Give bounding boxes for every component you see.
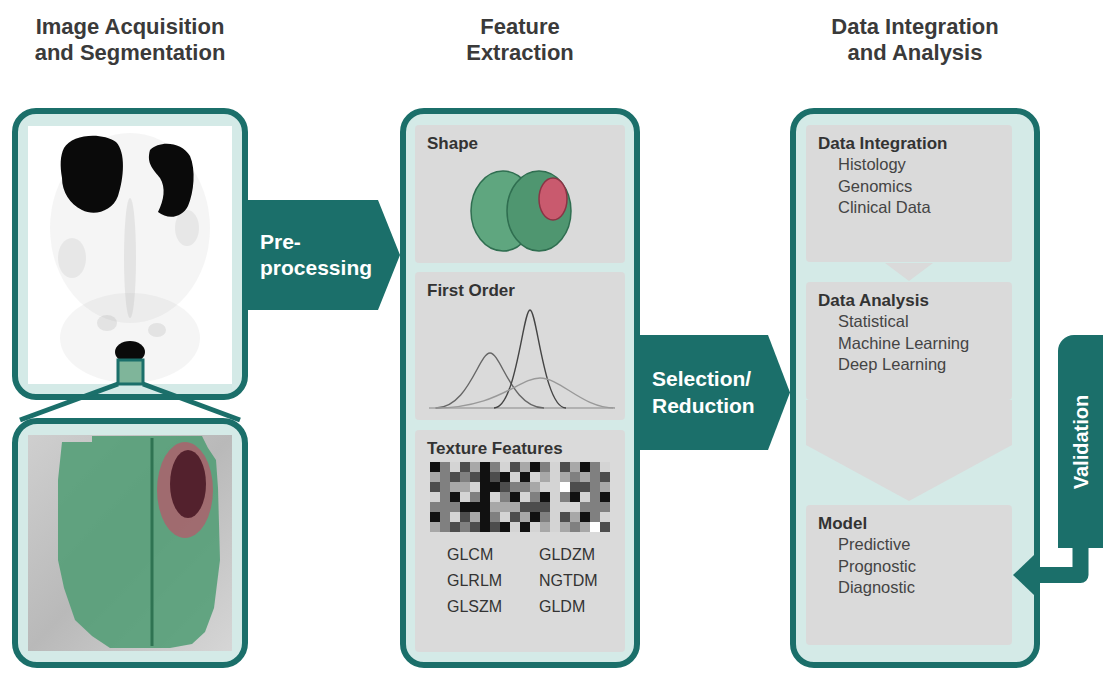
analysis-box: Data IntegrationHistologyGenomicsClinica… — [806, 125, 1012, 262]
stage-panel: Feature Extraction Shape First Order Tex… — [400, 108, 640, 668]
analysis-box: Data AnalysisStatisticalMachine Learning… — [806, 282, 1012, 400]
box-heading: Data Analysis — [818, 290, 1000, 311]
arrow-label: Selection/ Reduction — [652, 366, 776, 419]
column-heading: Data Integration and Analysis — [810, 14, 1020, 67]
flow-arrow — [885, 263, 933, 281]
list-item: Histology — [818, 154, 1000, 175]
texture-matrix-list: GLCMGLDZMGLRLMNGTDMGLSZMGLDM — [447, 542, 631, 620]
list-item: Prognostic — [818, 556, 1000, 577]
texture-pixels — [430, 462, 610, 532]
texture-matrix-name: NGTDM — [539, 568, 631, 594]
flow-arrow — [806, 400, 1012, 501]
column-heading: Feature Extraction — [435, 14, 605, 67]
process-arrow — [248, 200, 400, 310]
body-silhouette — [50, 133, 210, 383]
segmentation-midline — [151, 438, 154, 646]
pet-illustration — [12, 108, 248, 668]
feature-box: First Order — [415, 272, 625, 420]
zoom-box — [118, 360, 143, 384]
zoom-funnel — [20, 384, 240, 420]
stage-panel: Image Acquisition and Segmentation — [12, 108, 248, 400]
box-heading: Model — [818, 513, 1000, 534]
box-heading: Texture Features — [427, 438, 613, 459]
flow-arrow — [1013, 540, 1081, 595]
analysis-box: ModelPredictivePrognosticDiagnostic — [806, 505, 1012, 645]
segmentation-mask — [58, 436, 220, 648]
zoom-panel — [15, 421, 245, 665]
list-item: Predictive — [818, 534, 1000, 555]
zoom-image — [28, 435, 232, 651]
list-item: Statistical — [818, 311, 1000, 332]
texture-matrix-name: GLRLM — [447, 568, 539, 594]
box-heading: Data Integration — [818, 133, 1000, 154]
organ-uptake — [61, 136, 194, 363]
texture-illustration — [415, 430, 625, 652]
box-heading: First Order — [427, 280, 613, 301]
stage-panel: Data Integration and AnalysisData Integr… — [790, 108, 1040, 668]
list-item: Genomics — [818, 176, 1000, 197]
list-item: Machine Learning — [818, 333, 1000, 354]
arrow-label: Pre- processing — [260, 229, 386, 282]
list-item: Deep Learning — [818, 354, 1000, 375]
texture-matrix-name: GLCM — [447, 542, 539, 568]
feature-box: Shape — [415, 125, 625, 263]
texture-matrix-name: GLDZM — [539, 542, 631, 568]
list-item: Diagnostic — [818, 577, 1000, 598]
list-item: Clinical Data — [818, 197, 1000, 218]
texture-matrix-name: GLDM — [539, 594, 631, 620]
validation-tab: Validation — [1058, 335, 1103, 548]
lesion-outer — [157, 442, 213, 538]
texture-matrix-name: GLSZM — [447, 594, 539, 620]
process-arrow — [640, 335, 790, 450]
column-heading: Image Acquisition and Segmentation — [18, 14, 243, 67]
validation-label: Validation — [1069, 394, 1092, 488]
lesion-core — [170, 450, 206, 518]
feature-box: Texture FeaturesGLCMGLDZMGLRLMNGTDMGLSZM… — [415, 430, 625, 652]
box-heading: Shape — [427, 133, 613, 154]
